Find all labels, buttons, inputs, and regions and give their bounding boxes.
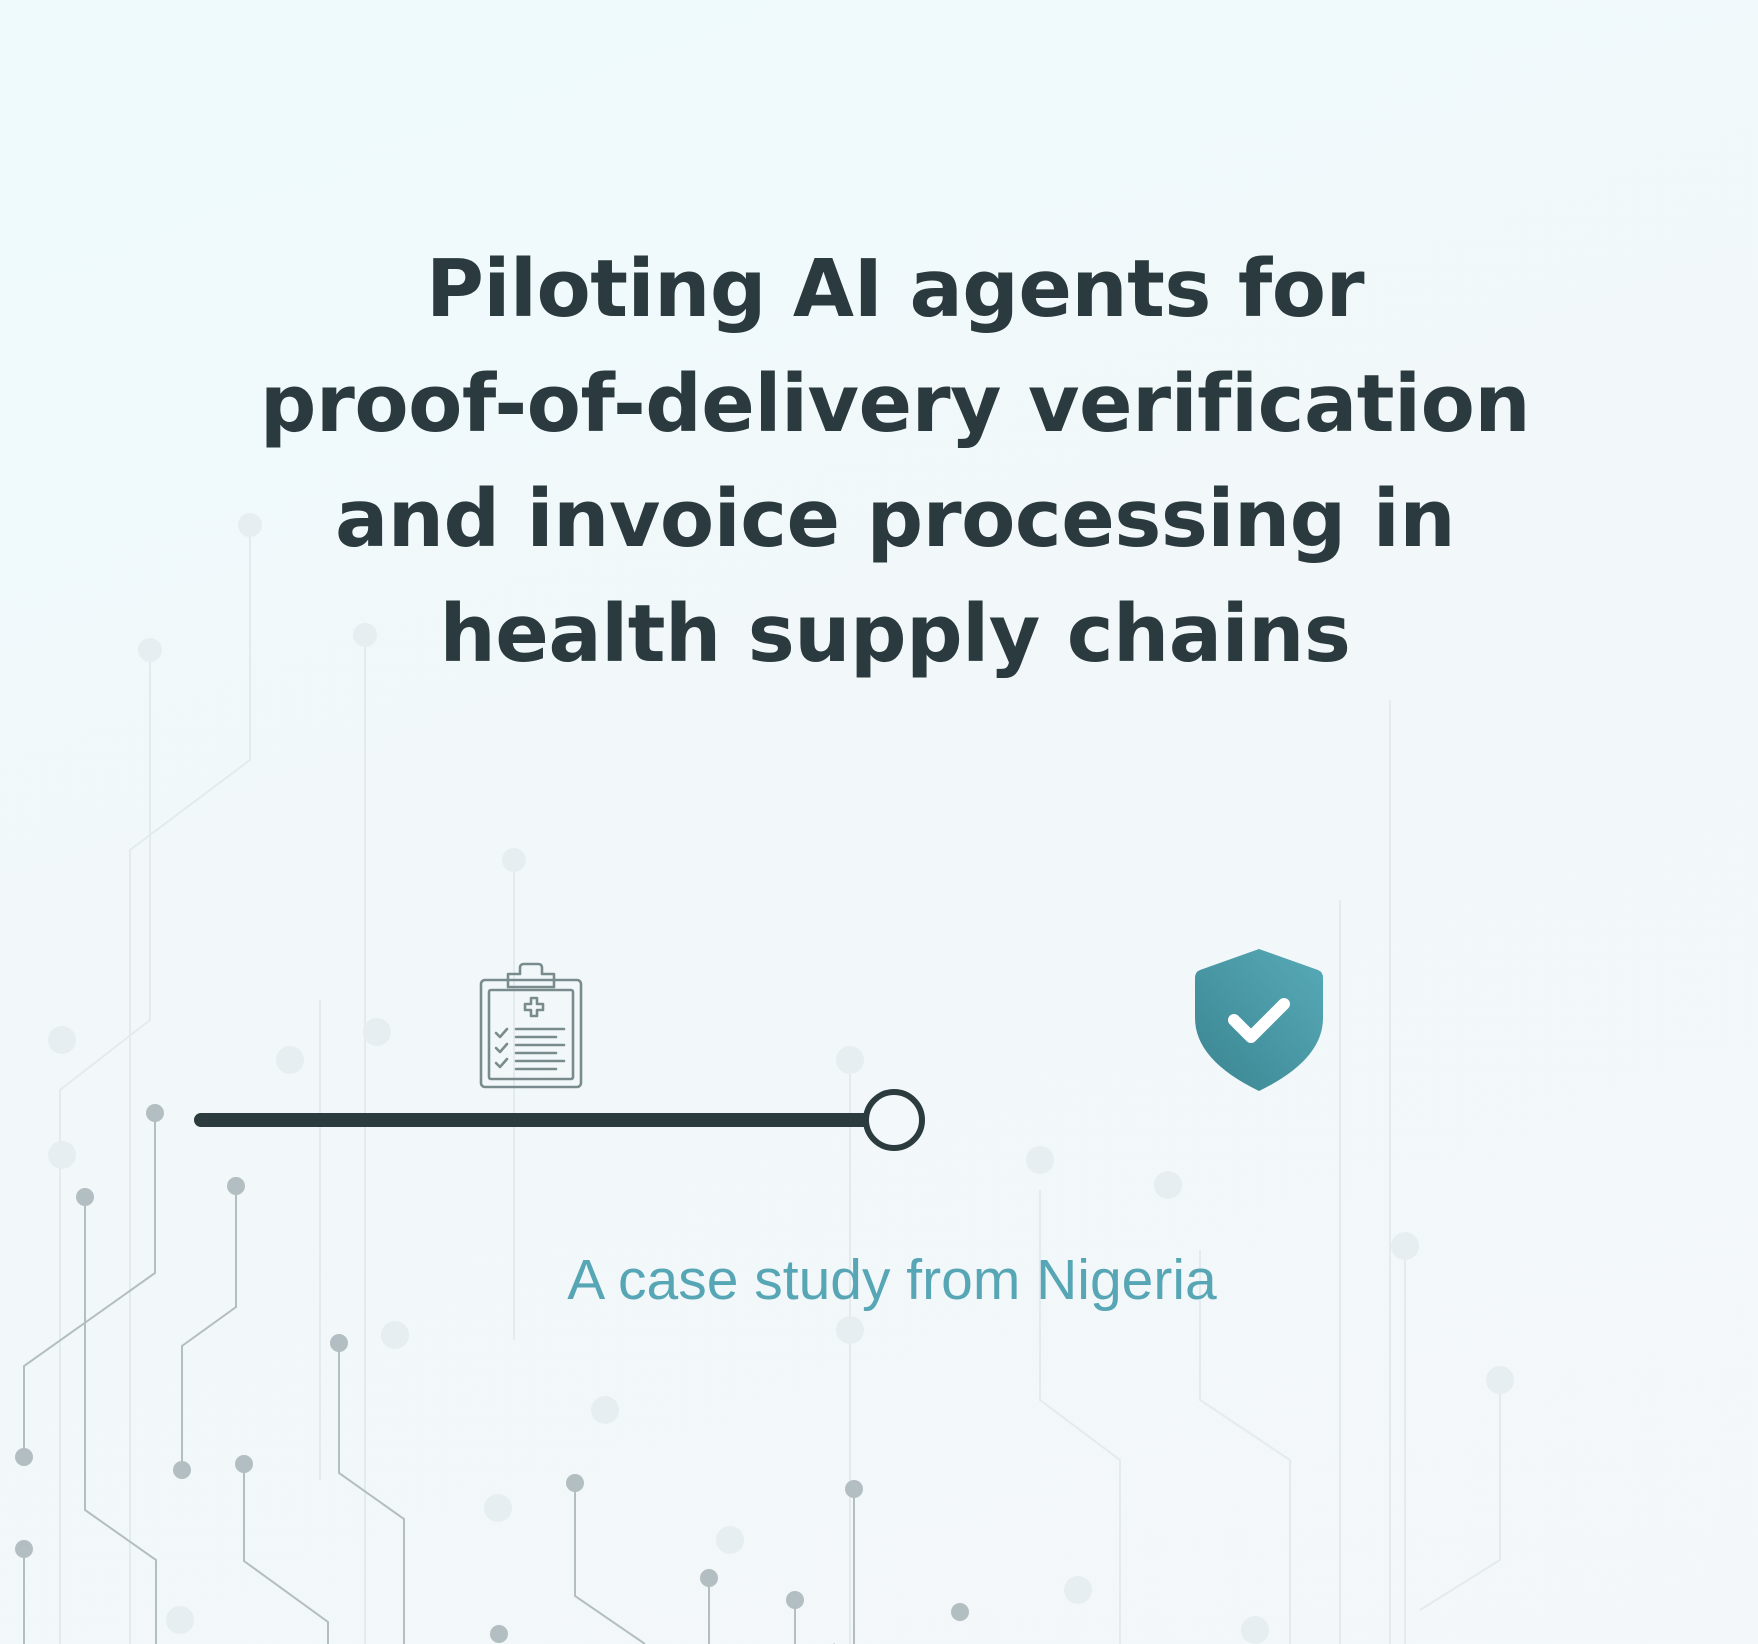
shield-check-icon	[1195, 949, 1323, 1091]
title-line-2: proof-of-delivery verification	[259, 358, 1531, 450]
clipboard-medical-checklist-icon	[479, 962, 583, 1089]
progress-handle[interactable]	[863, 1089, 925, 1151]
page-title: Piloting AI agents for proof-of-delivery…	[0, 232, 1758, 692]
subtitle: A case study from Nigeria	[567, 1248, 1217, 1312]
title-line-3: and invoice processing in	[334, 473, 1456, 565]
title-line-1: Piloting AI agents for	[425, 243, 1365, 335]
title-line-4: health supply chains	[439, 588, 1351, 680]
